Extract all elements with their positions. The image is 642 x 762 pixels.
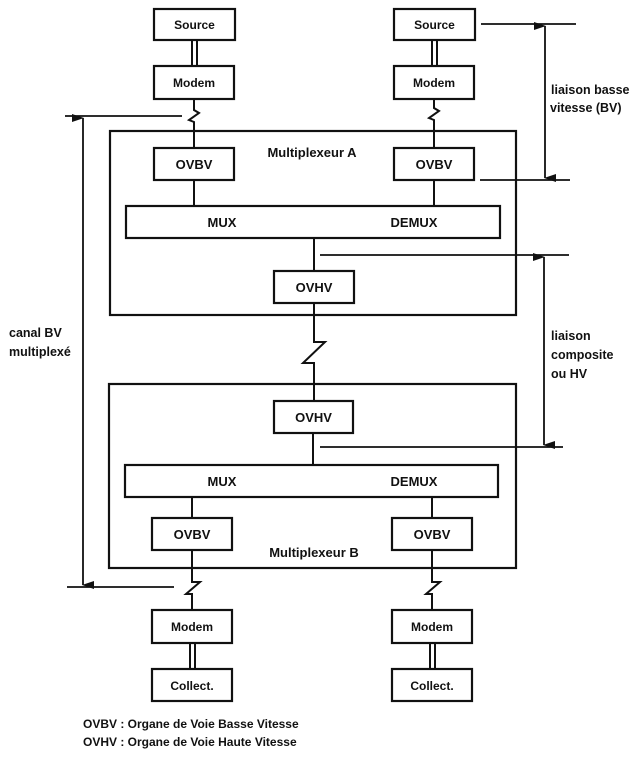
low-speed-link-label-2: vitesse (BV) <box>550 101 622 115</box>
ovbv-label: OVBV <box>414 527 451 542</box>
modem-label: Modem <box>171 620 213 634</box>
bottom-right-chain: Modem Collect. <box>390 550 474 703</box>
mux-demux-bar-b <box>123 463 500 499</box>
modem-label: Modem <box>411 620 453 634</box>
multiplexed-channel-label-1: canal BV <box>9 326 62 340</box>
zigzag-link-icon <box>183 550 203 610</box>
collector-box-left <box>150 667 234 703</box>
legend-ovhv: OVHV : Organe de Voie Haute Vitesse <box>83 735 297 749</box>
ovbv-box-a-left <box>152 146 236 182</box>
zigzag-link-icon <box>186 99 201 148</box>
multiplexer-b: OVHV MUX DEMUX OVBV OVBV Multiplexeur B <box>107 382 518 570</box>
top-right-chain: Source Modem <box>392 7 477 148</box>
mux-label: MUX <box>208 474 237 489</box>
low-speed-link-dimension: liaison basse vitesse (BV) <box>480 22 630 182</box>
legend-ovbv: OVBV : Organe de Voie Basse Vitesse <box>83 717 299 731</box>
multiplexer-a-title: Multiplexeur A <box>267 145 357 160</box>
source-box-left <box>152 7 237 42</box>
collector-box-right <box>390 667 474 703</box>
demux-label: DEMUX <box>391 474 438 489</box>
ovbv-label: OVBV <box>174 527 211 542</box>
source-box-right <box>392 7 477 42</box>
multiplexed-channel-label-2: multiplexé <box>9 345 71 359</box>
source-label-left: Source <box>174 18 215 32</box>
ovbv-label: OVBV <box>176 157 213 172</box>
multiplexer-b-frame <box>107 382 518 570</box>
top-left-chain: Source Modem <box>152 7 237 148</box>
ovhv-label: OVHV <box>296 280 333 295</box>
mux-demux-bar-a <box>124 204 502 240</box>
source-label-right: Source <box>414 18 455 32</box>
modem-label-left: Modem <box>173 76 215 90</box>
ovbv-label: OVBV <box>416 157 453 172</box>
ovbv-box-b-right <box>390 516 474 552</box>
multiplexer-a: Multiplexeur A OVBV OVBV MUX DEMUX OVHV <box>108 129 518 317</box>
composite-link-label-1: liaison <box>551 329 591 343</box>
collector-label: Collect. <box>170 679 213 693</box>
composite-link-label-2: composite <box>551 348 614 362</box>
ovhv-box-b <box>272 399 355 435</box>
zigzag-link-icon <box>426 99 441 148</box>
ovbv-box-b-left <box>150 516 234 552</box>
mux-label: MUX <box>208 215 237 230</box>
modem-box-bottom-left <box>150 608 234 645</box>
low-speed-link-label-1: liaison basse <box>551 83 630 97</box>
modem-label-right: Modem <box>413 76 455 90</box>
modem-box-left <box>152 64 236 101</box>
multiplexed-channel-dimension: canal BV multiplexé <box>9 114 182 589</box>
legend: OVBV : Organe de Voie Basse Vitesse OVHV… <box>83 717 299 749</box>
bottom-left-chain: Modem Collect. <box>150 550 234 703</box>
composite-link-label-3: ou HV <box>551 367 588 381</box>
collector-label: Collect. <box>410 679 453 693</box>
ovhv-box-a <box>272 269 356 305</box>
multiplexer-b-title: Multiplexeur B <box>269 545 359 560</box>
demux-label: DEMUX <box>391 215 438 230</box>
ovhv-label: OVHV <box>295 410 332 425</box>
modem-box-bottom-right <box>390 608 474 645</box>
composite-link-dimension: liaison composite ou HV <box>320 253 614 449</box>
zigzag-link-icon <box>423 550 443 610</box>
zigzag-link-icon <box>300 303 328 401</box>
ovbv-box-a-right <box>392 146 476 182</box>
